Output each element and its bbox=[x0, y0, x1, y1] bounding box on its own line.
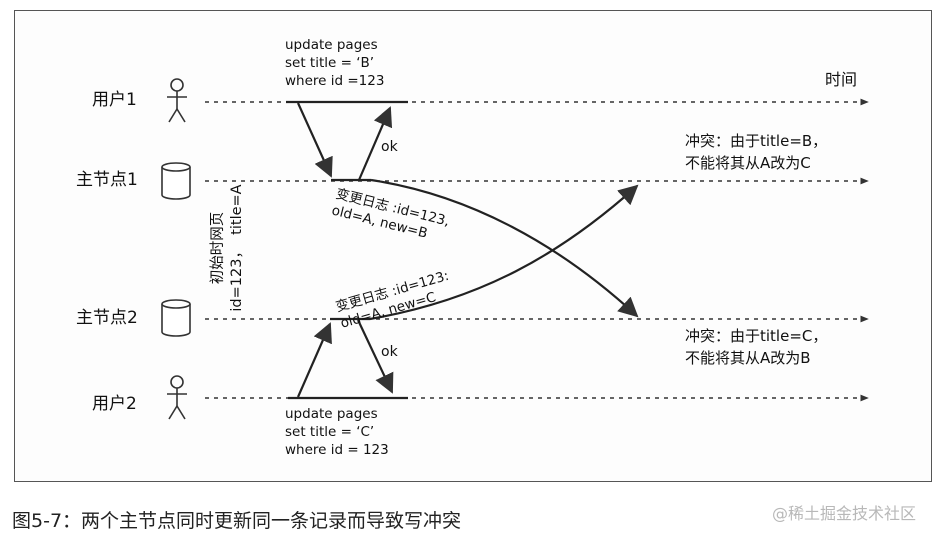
person-icon bbox=[167, 375, 187, 420]
database-cylinder-icon bbox=[161, 299, 191, 337]
user1-query-text: update pages set title = ‘B’ where id =1… bbox=[285, 37, 385, 89]
ok-label-leader2: ok bbox=[381, 344, 398, 360]
leader2-ack-arrow bbox=[357, 319, 394, 394]
row-label-leader2: 主节点2 bbox=[76, 308, 138, 328]
user1-write-arrow bbox=[296, 102, 333, 178]
row-label-leader1: 主节点1 bbox=[76, 170, 138, 190]
figure-caption: 图5-7：两个主节点同时更新同一条记录而导致写冲突 bbox=[12, 510, 462, 532]
replication-arrow-leader1-to-leader2 bbox=[370, 178, 639, 318]
time-axis-label: 时间 bbox=[825, 70, 858, 89]
leader1-ack-arrow bbox=[357, 106, 393, 181]
user2-query-text: update pages set title = ‘C’ where id = … bbox=[285, 406, 389, 458]
row-label-user1: 用户1 bbox=[92, 90, 137, 110]
person-icon bbox=[167, 78, 187, 123]
user2-write-arrow bbox=[296, 322, 332, 398]
conflict-note-leader2: 冲突：由于title=C， 不能将其从A改为B bbox=[685, 327, 828, 367]
replication-arrow-leader2-to-leader1 bbox=[369, 184, 639, 321]
diagram-frame bbox=[14, 10, 932, 482]
watermark: @稀土掘金技术社区 bbox=[772, 504, 917, 523]
row-label-user2: 用户2 bbox=[92, 394, 137, 414]
database-cylinder-icon bbox=[161, 162, 191, 200]
ok-label-leader1: ok bbox=[381, 139, 398, 155]
initial-page-label: 初始时网页 id=123， title=A bbox=[210, 184, 245, 312]
conflict-note-leader1: 冲突：由于title=B， 不能将其从A改为C bbox=[685, 132, 828, 172]
